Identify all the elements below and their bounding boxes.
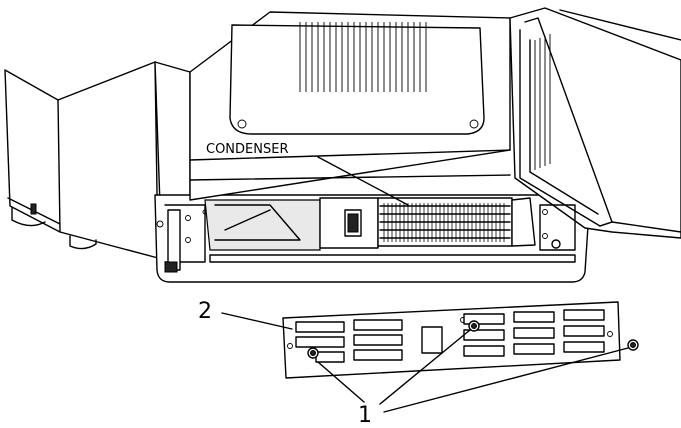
machine-compartment [204, 197, 576, 251]
grille-panel [282, 301, 621, 379]
grille-screw-middle [468, 320, 480, 332]
grille-center-cutout [421, 326, 443, 354]
grille-screw-left [307, 347, 319, 359]
callout-1-label: 1 [358, 403, 372, 428]
loose-screw [627, 339, 639, 351]
cabinet-interior [189, 11, 511, 201]
callout-2-label: 2 [198, 299, 212, 324]
condenser-coils [379, 203, 511, 242]
grille-callout: 2 [198, 299, 293, 330]
cabinet-left-side [4, 61, 159, 259]
bin-ribs [299, 22, 427, 92]
open-door [509, 7, 681, 239]
screws-callout: 1 [317, 329, 629, 428]
condenser-callout: CONDENSER [206, 142, 409, 206]
grille-vent-slots [295, 309, 605, 363]
condenser-label: CONDENSER [206, 142, 288, 157]
